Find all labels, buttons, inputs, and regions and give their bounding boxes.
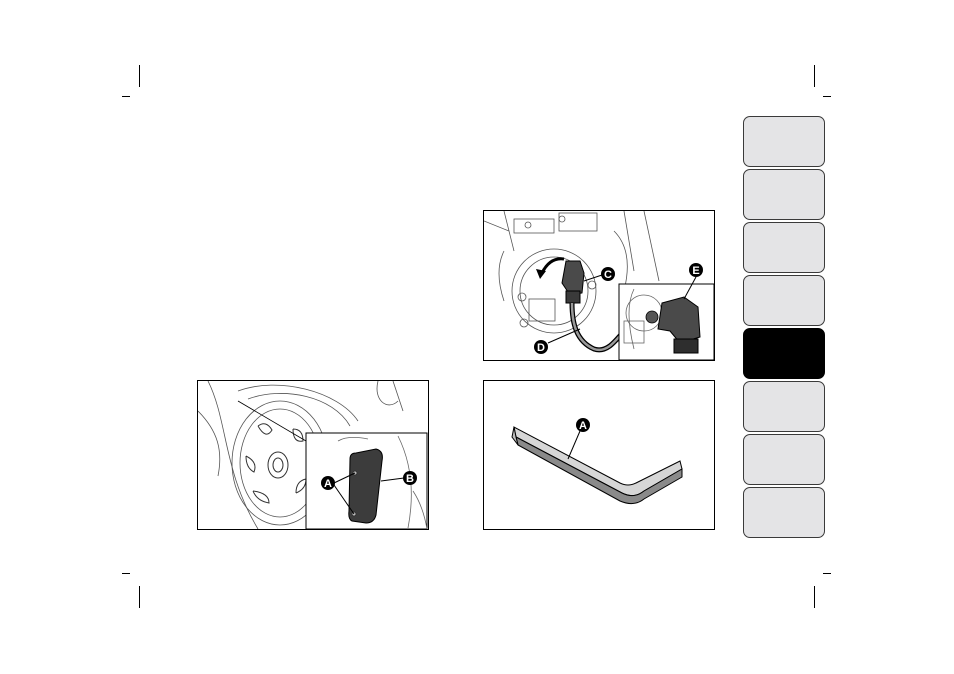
callout-b-label: B <box>406 473 414 485</box>
callout-e-label: E <box>692 265 699 277</box>
figure-headlamp-bulb: C D E <box>483 210 715 361</box>
section-tab-7[interactable] <box>743 434 825 485</box>
crop-mark-top-right-v <box>814 65 815 87</box>
section-tab-4[interactable] <box>743 275 825 326</box>
callout-c-label: C <box>604 269 612 281</box>
crop-mark-top-left-v <box>139 65 140 87</box>
headlamp-bulb-illustration: C D E <box>484 211 714 360</box>
figure-wheel-cover: A B <box>197 380 429 530</box>
callout-d-label: D <box>537 342 545 354</box>
crop-mark-bottom-left-v <box>139 586 140 608</box>
callout-a-label: A <box>324 478 332 490</box>
wheel-cover-illustration: A B <box>198 381 428 529</box>
section-tab-6[interactable] <box>743 381 825 432</box>
crop-mark-bottom-left-h <box>122 573 130 574</box>
section-tab-3[interactable] <box>743 222 825 273</box>
section-tab-2[interactable] <box>743 169 825 220</box>
section-tab-5-active[interactable] <box>743 328 825 379</box>
crop-mark-top-right-h <box>823 96 831 97</box>
section-tab-1[interactable] <box>743 116 825 167</box>
crop-mark-bottom-right-h <box>823 573 831 574</box>
callout-a-label: A <box>579 420 587 432</box>
allen-key-illustration: A <box>484 381 714 529</box>
crop-mark-top-left-h <box>122 96 130 97</box>
crop-mark-bottom-right-v <box>814 586 815 608</box>
section-tab-8[interactable] <box>743 487 825 538</box>
figure-allen-key: A <box>483 380 715 530</box>
